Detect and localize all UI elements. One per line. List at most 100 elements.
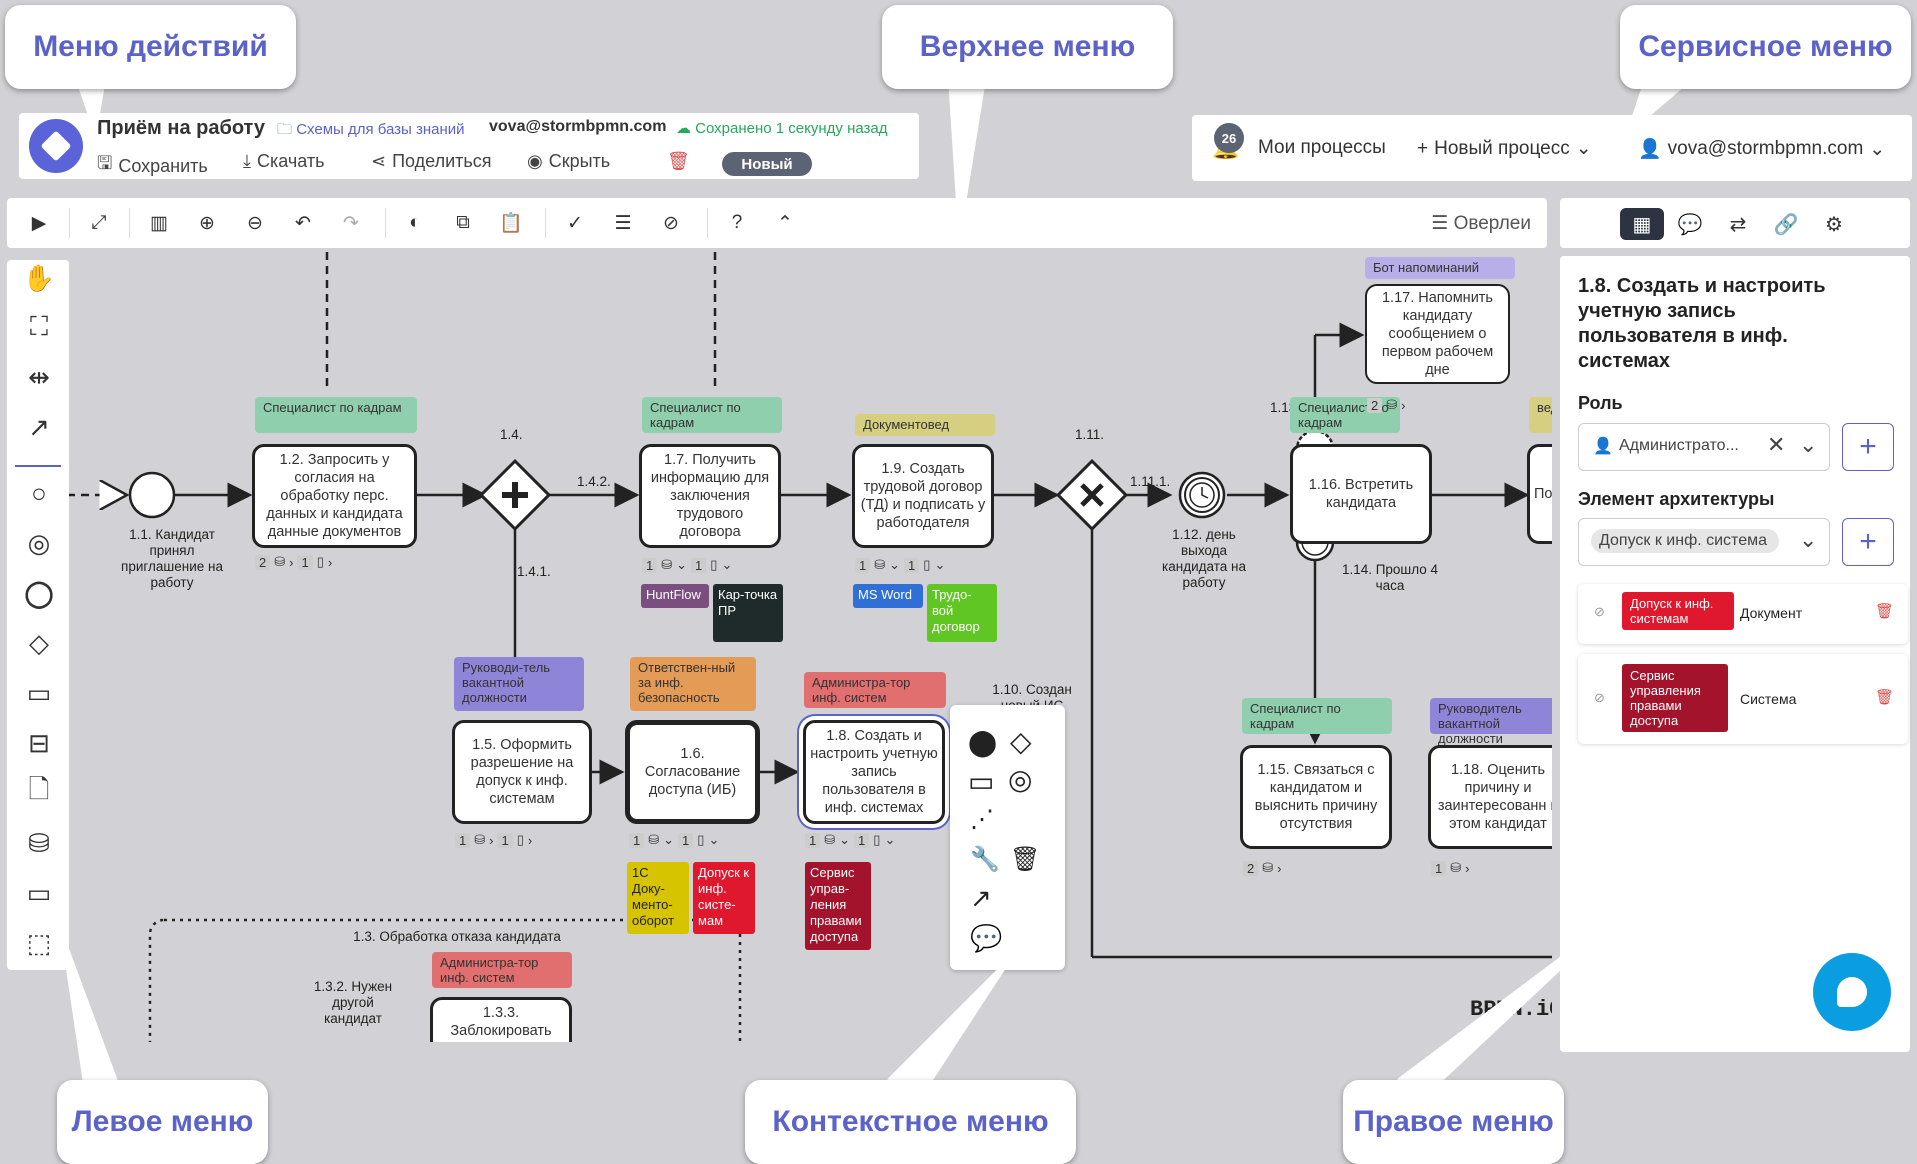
event-label[interactable]: 1.3.2. Нужен другой кандидат <box>313 979 393 1026</box>
flow-label[interactable]: 1.4.1. <box>517 564 551 579</box>
role-badge[interactable]: Специалист по кадрам <box>642 397 782 433</box>
task-counters[interactable]: 2⛁› <box>1367 397 1405 413</box>
tab-properties-icon[interactable]: ▦ <box>1620 208 1664 240</box>
intermediate-event-icon[interactable]: ◎ <box>27 527 51 558</box>
tab-transfer-icon[interactable]: ⇄ <box>1729 213 1747 236</box>
chevron-up-icon[interactable]: ⌃ <box>777 212 793 234</box>
trash-icon[interactable]: 🗑 <box>1875 603 1895 620</box>
role-badge[interactable]: Специалист по кадрам <box>255 397 417 433</box>
task-1-9[interactable]: 1.9. Создать трудовой договор (ТД) и под… <box>852 444 994 548</box>
task-counters[interactable]: 1⛁⌄1▯⌄ <box>629 832 719 848</box>
hand-tool-icon[interactable]: ✋ <box>22 262 56 293</box>
list-check-icon[interactable]: ☰ <box>614 212 632 234</box>
task-counters[interactable]: 1⛁›1▯› <box>455 832 532 848</box>
system-tag[interactable]: Трудо-вой договор <box>927 584 997 642</box>
fullscreen-icon[interactable]: ⤢ <box>91 212 107 233</box>
zoom-in-icon[interactable]: ⊕ <box>199 212 215 234</box>
task-1-7[interactable]: 1.7. Получить информацию для заключения … <box>639 444 781 548</box>
task-counters[interactable]: 1⛁› <box>1431 860 1469 876</box>
clipboard-icon[interactable]: 📋 <box>499 213 523 234</box>
gateway-label[interactable]: 1.11. <box>1075 427 1105 442</box>
task-1-8-selected[interactable]: 1.8. Создать и настроить учетную запись … <box>803 720 945 824</box>
system-tag[interactable]: HuntFlow <box>641 584 709 608</box>
subprocess-icon[interactable]: ⊟ <box>28 727 50 758</box>
arch-select[interactable]: Допуск к инф. система ⌄ <box>1578 518 1830 566</box>
system-tag[interactable]: Сервис управ-ления правами доступа <box>805 862 871 950</box>
data-object-icon[interactable]: 🗋 <box>28 774 50 804</box>
clear-icon[interactable]: ✕ <box>1767 432 1786 457</box>
tab-comments-icon[interactable]: 💬 <box>1677 213 1703 236</box>
link-icon[interactable]: ⊘ <box>1594 604 1605 619</box>
role-badge[interactable]: Документовед <box>855 414 995 436</box>
palette-icon[interactable]: ◐ <box>409 212 421 233</box>
flow-label[interactable]: 1.11.1. <box>1130 474 1171 489</box>
task-partial[interactable]: По у <box>1527 444 1552 544</box>
wrench-icon[interactable]: 🔧 <box>970 846 1000 873</box>
link-icon[interactable]: ⊘ <box>1594 690 1605 705</box>
role-badge[interactable]: Администра-тор инф. систем <box>804 672 946 708</box>
timer-event-label[interactable]: 1.14. Прошло 4 часа <box>1341 562 1439 593</box>
copy-icon[interactable]: ⧉ <box>456 212 470 233</box>
task-counters[interactable]: 2⛁› <box>1243 860 1281 876</box>
user-menu[interactable]: 👤vova@stormbpmn.com⌄ <box>1638 137 1885 161</box>
folder-link[interactable]: 🗀 Схемы для базы знаний <box>277 119 465 144</box>
task-1-5[interactable]: 1.5. Оформить разрешение на допуск к инф… <box>452 720 592 824</box>
role-select[interactable]: 👤 Администрато... ✕ ⌄ <box>1578 423 1830 471</box>
intermediate-event-icon[interactable]: ◎ <box>1008 764 1033 795</box>
role-badge[interactable]: вед <box>1529 397 1552 433</box>
role-badge[interactable]: Бот напоминаний <box>1365 257 1515 279</box>
chevron-down-icon[interactable]: ⌄ <box>1799 527 1818 552</box>
role-badge[interactable]: Руководи-тель вакантной должности <box>454 657 584 711</box>
save-button[interactable]: 🖫Сохранить <box>97 151 208 181</box>
add-role-button[interactable]: + <box>1842 423 1894 471</box>
start-event-icon[interactable]: ○ <box>31 477 47 508</box>
role-badge[interactable]: Специалист по кадрам <box>1290 397 1400 433</box>
role-badge[interactable]: Ответствен-ный за инф. безопасность <box>630 657 756 711</box>
trash-icon[interactable]: 🗑 <box>1875 689 1895 706</box>
connect-arrow-icon[interactable]: ↗ <box>970 883 992 913</box>
new-process-button[interactable]: +Новый процесс⌄ <box>1417 137 1592 160</box>
system-tag[interactable]: Допуск к инф. систе-мам <box>693 862 755 934</box>
gateway-icon[interactable]: ◇ <box>1010 726 1032 757</box>
end-event-icon[interactable]: ⬤ <box>968 727 998 757</box>
play-icon[interactable]: ▶ <box>31 212 47 234</box>
hide-button[interactable]: ◉Скрыть <box>527 151 610 172</box>
task-counters[interactable]: 2⛁›1▯› <box>255 554 332 570</box>
task-counters[interactable]: 1⛁⌄1▯⌄ <box>642 557 732 573</box>
pool-icon[interactable]: ▭ <box>26 877 52 908</box>
share-button[interactable]: ⋖Поделиться <box>371 151 492 172</box>
my-processes-link[interactable]: Мои процессы <box>1258 137 1386 158</box>
download-button[interactable]: ⤓Скачать <box>243 151 324 172</box>
text-annotation-icon[interactable]: ⋰ <box>970 806 994 833</box>
tab-settings-icon[interactable]: ⚙ <box>1825 213 1843 236</box>
undo-icon[interactable]: ↶ <box>295 212 311 234</box>
flow-label[interactable]: 1.4.2. <box>577 474 611 489</box>
comment-icon[interactable]: 💬 <box>970 923 1003 953</box>
tab-links-icon[interactable]: 🔗 <box>1773 213 1799 236</box>
space-tool-icon[interactable]: ⇹ <box>28 361 50 392</box>
data-store-icon[interactable]: ⛁ <box>28 827 50 858</box>
system-tag[interactable]: 1С Доку-менто-оборот <box>627 862 689 934</box>
zoom-out-icon[interactable]: ⊖ <box>247 212 263 234</box>
task-icon[interactable]: ▭ <box>26 677 52 708</box>
group-icon[interactable]: ⬚ <box>26 927 52 958</box>
connect-tool-icon[interactable]: ↗ <box>28 411 50 442</box>
delete-button[interactable]: 🗑 <box>667 151 690 172</box>
role-badge[interactable]: Специалист по кадрам <box>1242 698 1392 734</box>
app-logo[interactable] <box>29 119 83 173</box>
role-badge[interactable]: Руководитель вакантной должности <box>1430 698 1552 746</box>
task-counters[interactable]: 1⛁⌄1▯⌄ <box>805 832 895 848</box>
ban-icon[interactable]: ⊘ <box>663 212 679 234</box>
subprocess-label[interactable]: 1.3. Обработка отказа кандидата <box>353 929 561 944</box>
process-title[interactable]: Приём на работу <box>97 117 265 139</box>
chevron-down-icon[interactable]: ⌄ <box>1799 432 1818 457</box>
arch-item[interactable]: ⊘ Сервис управления правами доступа Сист… <box>1578 654 1908 744</box>
task-counters[interactable]: 1⛁⌄1▯⌄ <box>855 557 945 573</box>
add-arch-button[interactable]: + <box>1842 518 1894 566</box>
check-icon[interactable]: ✓ <box>567 212 583 234</box>
gateway-label[interactable]: 1.4. <box>500 427 523 442</box>
timer-event-label[interactable]: 1.12. день выхода кандидата на работу <box>1162 527 1246 590</box>
end-event-icon[interactable]: ◯ <box>24 577 54 608</box>
task-1-6[interactable]: 1.6. Согласование доступа (ИБ) <box>625 720 760 824</box>
system-tag[interactable]: MS Word <box>853 584 923 608</box>
